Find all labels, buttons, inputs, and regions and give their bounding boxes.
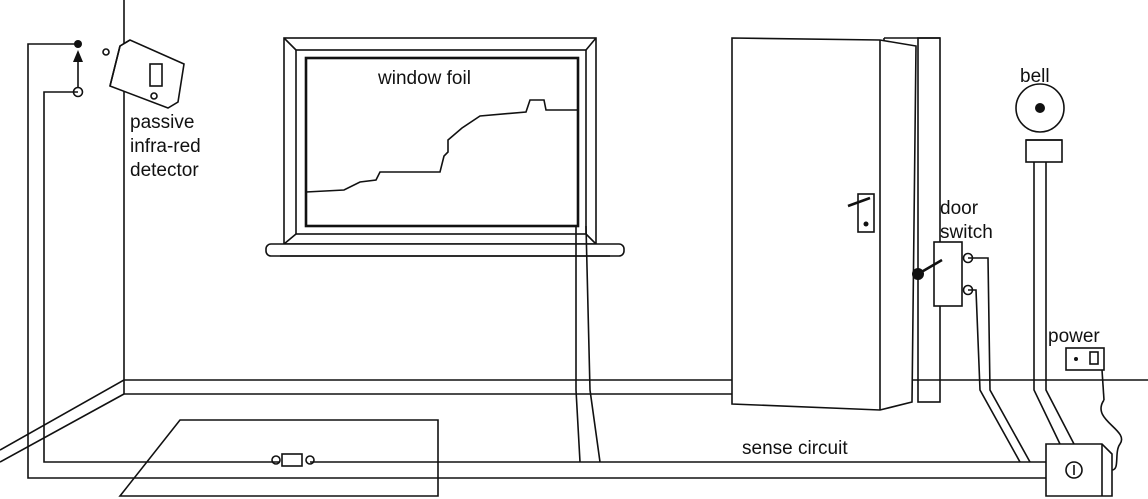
wiring <box>27 43 1123 479</box>
window <box>265 37 625 257</box>
room-walls <box>0 0 1148 463</box>
pressure-mat <box>118 419 439 497</box>
window-foil-label: window foil <box>377 68 471 89</box>
pir-switch-contacts <box>72 40 84 98</box>
pir-label-line1: passive <box>130 112 194 133</box>
labels: window foil passive infra-red detector b… <box>130 66 1100 459</box>
sense-circuit-label: sense circuit <box>742 438 848 459</box>
power-label: power <box>1048 326 1100 347</box>
power-socket <box>1065 347 1105 401</box>
door-switch-label-line2: switch <box>940 222 993 243</box>
pir-label-line2: infra-red <box>130 136 201 157</box>
pir-detector <box>102 39 185 109</box>
door-switch <box>912 241 974 307</box>
bell <box>1015 83 1065 163</box>
window-landscape <box>305 99 578 193</box>
door-switch-label-line1: door <box>940 198 979 219</box>
control-box <box>1045 443 1113 497</box>
door <box>731 37 941 411</box>
pir-label-line3: detector <box>130 160 199 181</box>
bell-label: bell <box>1020 66 1050 87</box>
